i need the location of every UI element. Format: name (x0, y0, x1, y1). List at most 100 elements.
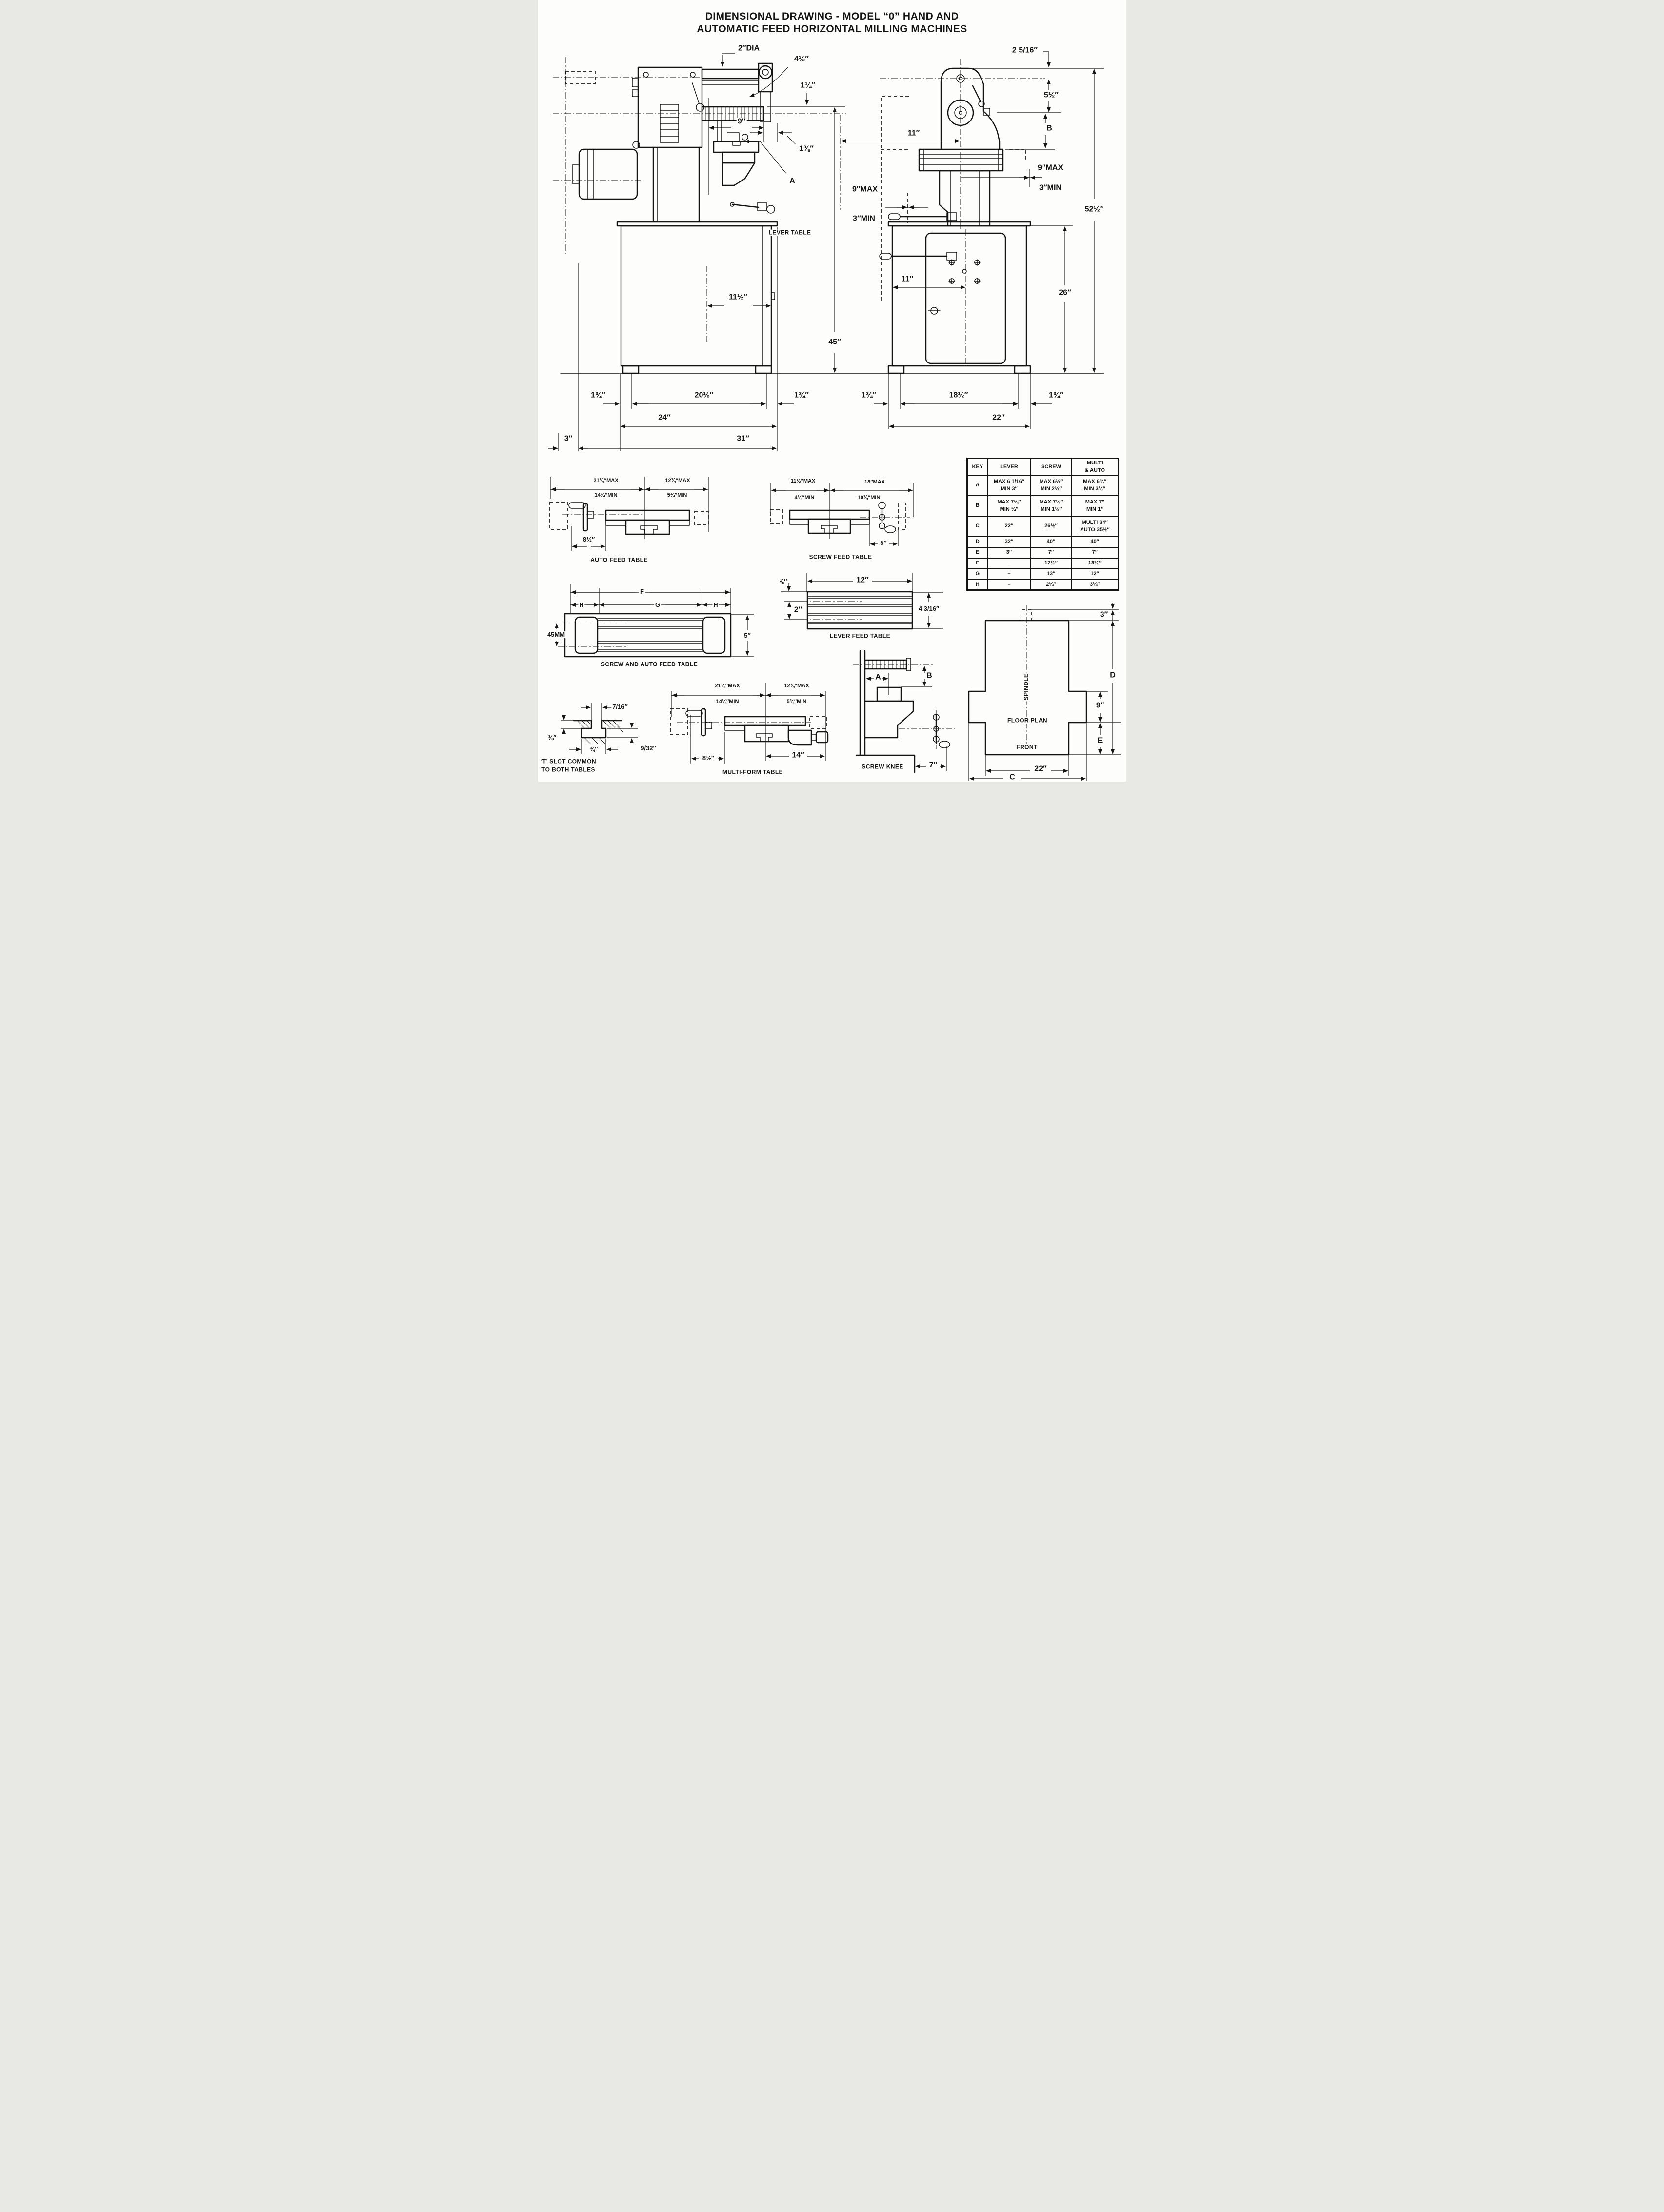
spec-header-multi: MULTI & AUTO (1071, 458, 1119, 476)
ts-caption2: TO BOTH TABLES (541, 766, 596, 773)
spec-cell: 7″ (1030, 546, 1072, 559)
fp-dim-3: 3″ (1099, 610, 1109, 620)
lf-dim-7-8: ⅞″ (778, 578, 788, 585)
dim-3in: 3″ (563, 434, 574, 443)
spec-key: A (966, 474, 988, 496)
dim-9max-left: 9″MAX (851, 185, 879, 194)
sa-caption: SCREW AND AUTO FEED TABLE (600, 661, 699, 668)
left-machine-view (553, 57, 846, 374)
auto-feed-min2: 5¾″MIN (666, 492, 688, 499)
spec-key: H (966, 579, 988, 591)
dim-key-a: A (788, 177, 796, 186)
mf-max2: 12¾″MAX (783, 683, 810, 689)
spec-header-lever: LEVER (987, 458, 1031, 476)
dim-key-b: B (1045, 124, 1053, 133)
ts-dim-3-8: ⅜″ (547, 734, 558, 742)
dim-1quarter: 1¼″ (800, 81, 816, 90)
spec-key: G (966, 568, 988, 580)
spec-cell: 40″ (1030, 536, 1072, 548)
dim-45in: 45″ (827, 338, 842, 347)
lf-caption: LEVER FEED TABLE (828, 632, 892, 640)
dim-11half: 11½″ (728, 293, 748, 302)
spec-cell: 7″ (1071, 546, 1119, 559)
fp-front-label: FRONT (1015, 744, 1039, 751)
screw-feed-min2: 10¾″MIN (856, 495, 882, 501)
spec-cell: 22″ (987, 515, 1031, 537)
right-machine-view (879, 59, 1104, 374)
spec-cell: – (987, 568, 1031, 580)
dim-5half: 5½″ (1043, 91, 1060, 100)
screw-feed-max1: 11½″MAX (789, 478, 817, 484)
dim-1-3-8: 1⅜″ (798, 144, 815, 154)
ts-dim-3-4: ¾″ (588, 745, 599, 753)
sa-dim-g: G (654, 601, 662, 609)
spec-row: G–13″12″ (966, 568, 1119, 580)
lever-feed-table-detail (781, 573, 943, 630)
auto-feed-caption: AUTO FEED TABLE (589, 556, 649, 563)
dim-2in-dia: 2″DIA (737, 44, 761, 53)
sk-caption: SCREW KNEE (861, 763, 904, 770)
dim-11-mid: 11″ (900, 275, 915, 284)
spec-key: E (966, 546, 988, 559)
spec-cell: 32″ (987, 536, 1031, 548)
spec-key: B (966, 495, 988, 517)
spec-header-screw: SCREW (1030, 458, 1072, 476)
sa-dim-h2: H (712, 601, 719, 609)
spec-cell: 3″ (987, 546, 1031, 559)
spec-cell: MAX 6½″ MIN 2½″ (1030, 474, 1072, 496)
left-machine-dimensions (548, 53, 845, 451)
dim-31in: 31″ (736, 434, 750, 443)
sk-dim-b: B (925, 671, 933, 681)
auto-feed-8half: 8½″ (581, 536, 596, 543)
spec-key: D (966, 536, 988, 548)
spec-cell: 40″ (1071, 536, 1119, 548)
fp-dim-9: 9″ (1095, 701, 1105, 710)
spec-cell: 2¼″ (1030, 579, 1072, 591)
dim-1-3-4-right: 1¾″ (793, 391, 810, 400)
dim-9max-right: 9″MAX (1036, 163, 1064, 173)
dim-11-top: 11″ (906, 129, 921, 138)
multi-form-table-detail (670, 683, 829, 764)
spec-cell: MAX 6 1/16″ MIN 3″ (987, 474, 1031, 496)
spec-cell: MAX 7¼″ MIN ¼″ (987, 495, 1031, 517)
dim-24in: 24″ (657, 413, 672, 422)
lf-dim-2: 2″ (793, 605, 803, 615)
auto-feed-table-detail (549, 477, 709, 551)
screw-feed-max2: 18″MAX (863, 479, 886, 485)
sa-dim-h1: H (578, 601, 585, 609)
screw-auto-feed-table-detail (554, 584, 754, 658)
dim-3min-left: 3″MIN (852, 214, 876, 223)
auto-feed-min1: 14¼″MIN (593, 492, 619, 499)
dim-18half: 18½″ (948, 391, 969, 400)
spec-cell: MULTI 34″ AUTO 35½″ (1071, 515, 1119, 537)
ts-dim-9-32: 9/32″ (640, 744, 657, 752)
auto-feed-max2: 12¾″MAX (664, 478, 691, 484)
mf-min1: 14¼″MIN (715, 699, 740, 705)
spec-cell: 18½″ (1071, 557, 1119, 569)
spec-cell: 12″ (1071, 568, 1119, 580)
sk-dim-7: 7″ (928, 761, 939, 770)
lf-dim-4-3-16: 4 3/16″ (917, 605, 941, 613)
dim-3min-right: 3″MIN (1038, 183, 1063, 193)
drawing-title-line1: DIMENSIONAL DRAWING - MODEL “0” HAND AND (705, 11, 959, 22)
spec-cell: 26½″ (1030, 515, 1072, 537)
dim-9in: 9″ (736, 117, 747, 126)
drawing-title-line2: AUTOMATIC FEED HORIZONTAL MILLING MACHIN… (697, 23, 967, 35)
sa-dim-f: F (639, 588, 645, 596)
spec-cell: MAX 6⅜″ MIN 3¼″ (1071, 474, 1119, 496)
spec-cell: 13″ (1030, 568, 1072, 580)
fp-dim-d: D (1109, 671, 1117, 680)
dim-52half: 52½″ (1083, 205, 1105, 214)
t-slot-detail (561, 703, 638, 754)
ts-caption1: ‘T’ SLOT COMMON (540, 758, 597, 765)
sk-dim-a: A (874, 673, 882, 682)
mf-8half: 8½″ (701, 754, 716, 762)
dim-1-3-4-left: 1¾″ (590, 391, 606, 400)
drawing-canvas (548, 51, 1121, 781)
